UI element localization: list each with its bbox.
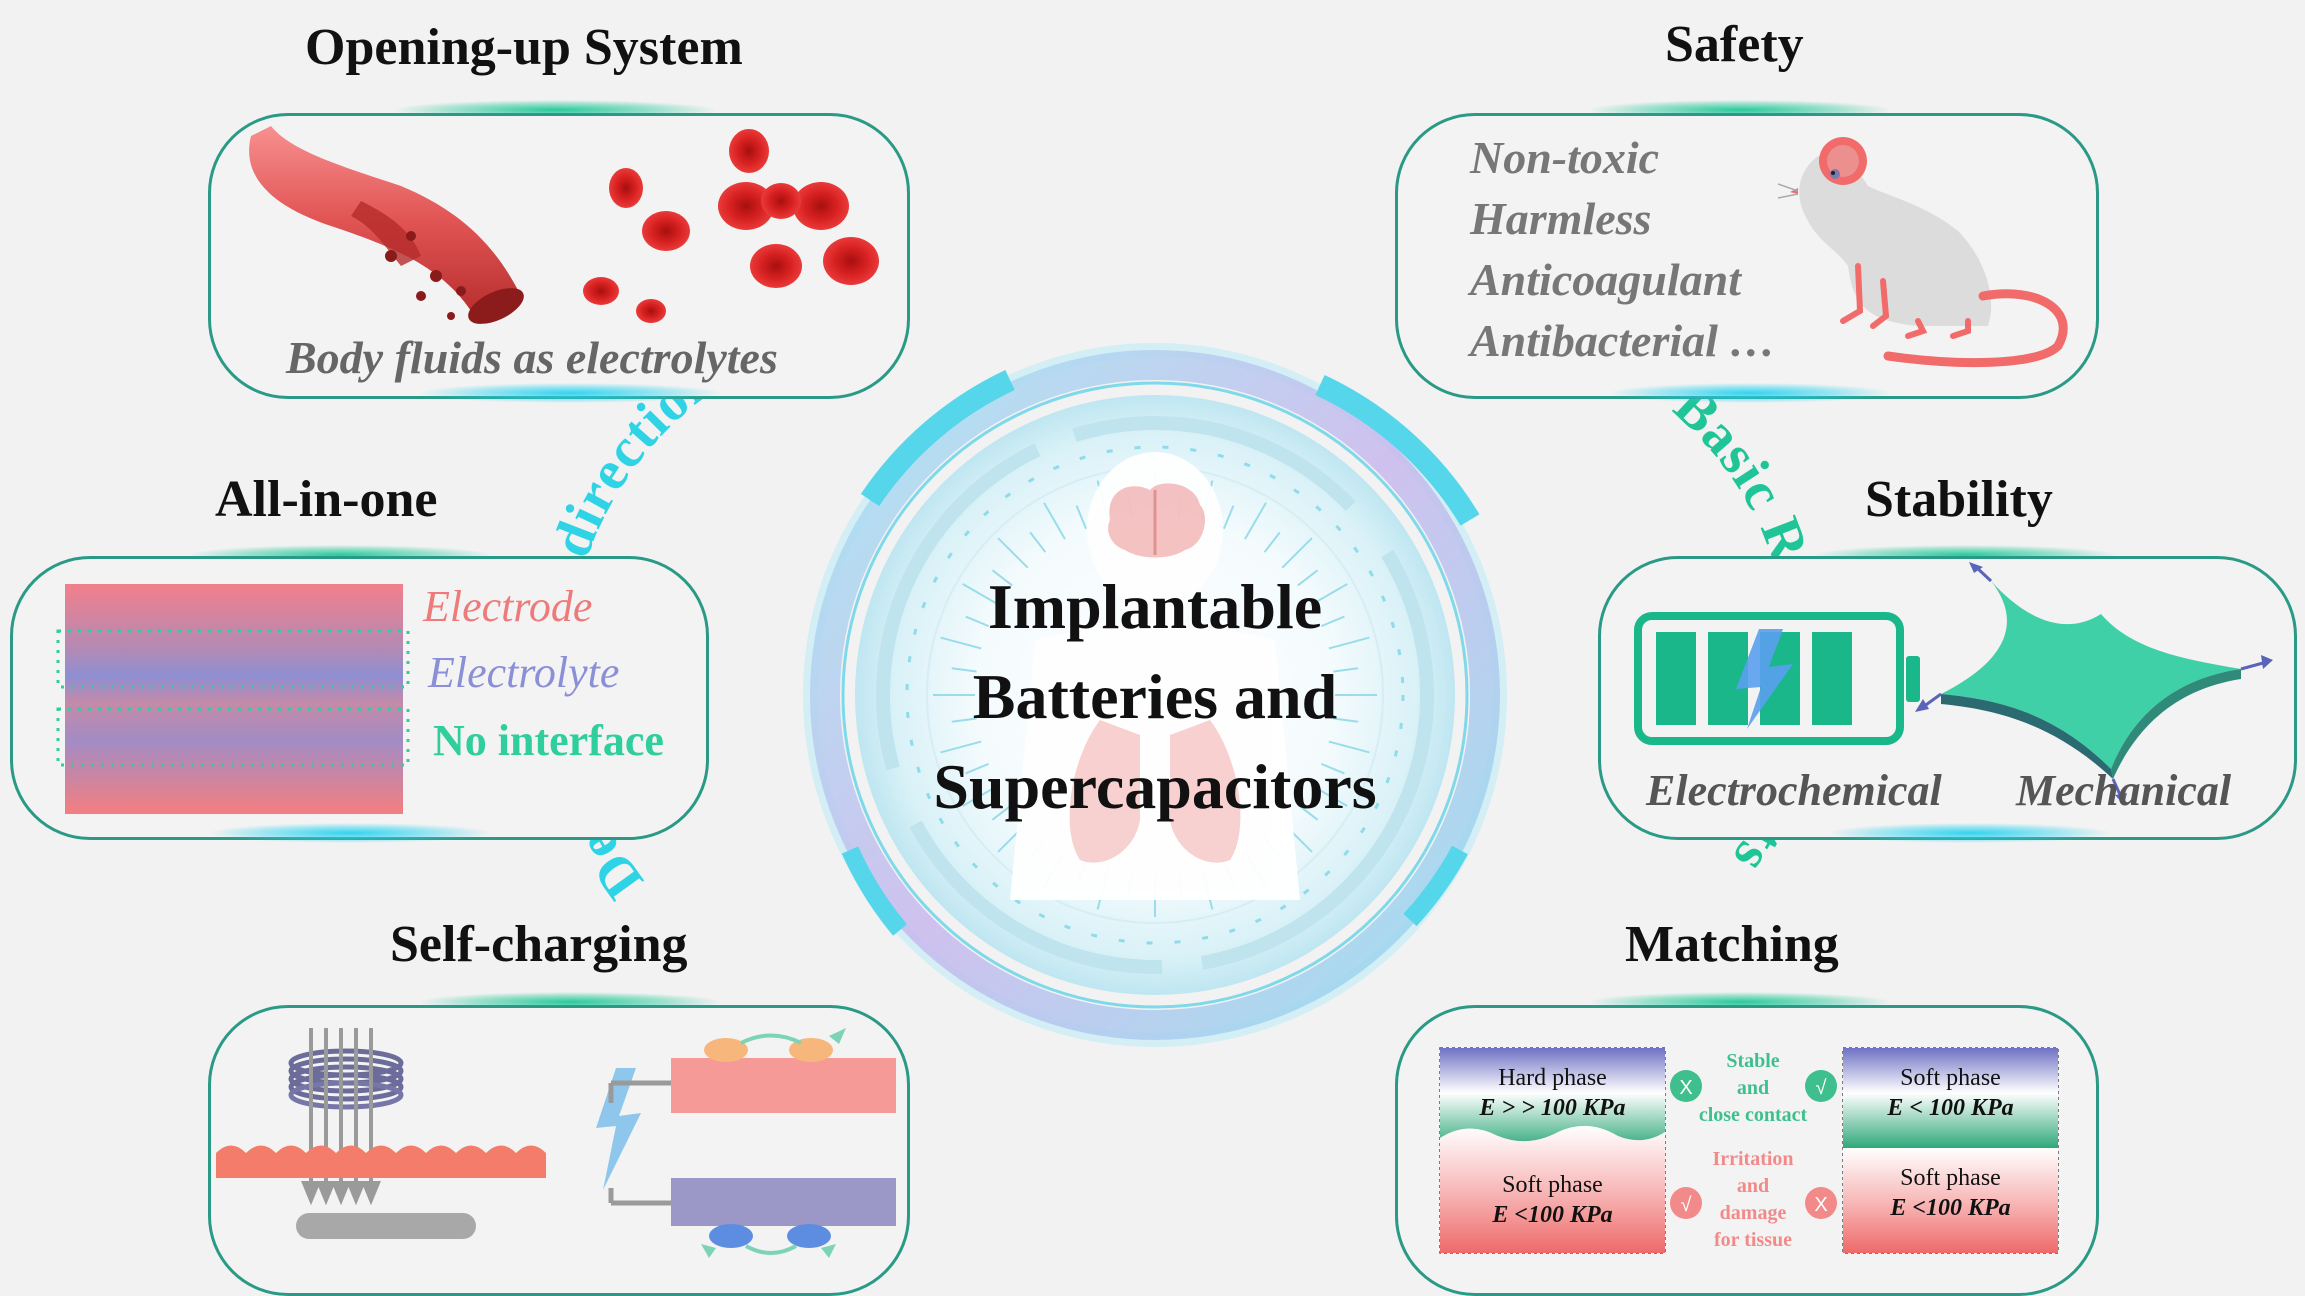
all-in-one-panel: Electrode Electrolyte No interface xyxy=(10,556,709,840)
dial-tick xyxy=(951,717,977,723)
dial-tick xyxy=(1029,531,1047,553)
center-title-line1: Implantable xyxy=(988,571,1322,642)
center-title-line3: Supercapacitors xyxy=(933,751,1376,822)
dial-tick xyxy=(1043,502,1066,540)
dial-tick xyxy=(1333,667,1359,673)
stable-contact-text: Stable and close contact xyxy=(1698,1050,1808,1126)
dial-tick xyxy=(1281,537,1313,569)
safety-item-2: Harmless xyxy=(1470,193,1652,244)
dial-tick xyxy=(991,803,1013,821)
safety-item-1: Non-toxic xyxy=(1470,132,1660,183)
opening-up-caption: Body fluids as electrolytes xyxy=(286,332,778,383)
dial-tick xyxy=(940,636,982,650)
electrochemical-label: Electrochemical xyxy=(1646,766,1942,815)
mark-check-bottom: √ xyxy=(1681,1194,1692,1216)
stability-panel: Electrochemical Mechanical xyxy=(1598,556,2297,840)
safety-panel: Non-toxic Harmless Anticoagulant Antibac… xyxy=(1395,113,2099,399)
dial-tick xyxy=(1328,740,1370,754)
human-silhouette-icon xyxy=(1010,452,1300,900)
dial-tick xyxy=(1222,505,1235,530)
stability-illustration xyxy=(1634,562,2273,805)
dial-tick xyxy=(1297,803,1319,821)
dial-tick xyxy=(1328,636,1370,650)
blood-vessel-icon xyxy=(249,126,879,324)
irritation-text: Irritation and damage for tissue xyxy=(1712,1148,1794,1251)
dial-tick xyxy=(962,583,1000,606)
center-title-line2: Batteries and xyxy=(973,661,1337,732)
safety-item-4: Antibacterial … xyxy=(1470,315,1776,366)
matching-illustration: X √ √ X xyxy=(1439,1047,2059,1254)
mark-cross-bottom: X xyxy=(1814,1194,1827,1216)
no-interface-label: No interface xyxy=(433,716,664,765)
dial-tick xyxy=(1333,717,1359,723)
dial-tick xyxy=(1320,615,1345,628)
safety-title: Safety xyxy=(1665,16,1804,73)
matching-panel: X √ √ X Hard phase E > > 100 KPa Soft ph… xyxy=(1395,1005,2099,1296)
dial-tick xyxy=(965,762,990,775)
dial-tick xyxy=(1310,583,1348,606)
coil-icon xyxy=(288,1048,404,1110)
mechanical-label: Mechanical xyxy=(2016,766,2232,815)
soft-phase-label-left: Soft phase E <100 KPa xyxy=(1492,1172,1613,1228)
dial-tick xyxy=(951,667,977,673)
stretchable-sheet-icon xyxy=(1915,562,2273,805)
self-charging-title: Self-charging xyxy=(390,916,688,973)
battery-icon xyxy=(1634,612,1920,745)
dial-tick xyxy=(940,740,982,754)
dial-tick xyxy=(965,615,990,628)
matching-title: Matching xyxy=(1625,916,1839,973)
opening-up-title: Opening-up System xyxy=(305,19,743,76)
mark-check-top: √ xyxy=(1816,1077,1827,1099)
self-charging-illustration xyxy=(216,1028,896,1258)
dial-tick xyxy=(991,569,1013,587)
dial-tick xyxy=(1310,784,1348,807)
electrode-label: Electrode xyxy=(423,582,593,631)
dial-tick xyxy=(1320,762,1345,775)
all-in-one-title: All-in-one xyxy=(215,471,438,528)
mark-cross-top: X xyxy=(1679,1077,1692,1099)
safety-item-3: Anticoagulant xyxy=(1470,254,1741,305)
dial-tick xyxy=(997,537,1029,569)
electrolyte-label: Electrolyte xyxy=(428,648,620,697)
dial-tick xyxy=(1263,531,1281,553)
self-charging-panel xyxy=(208,1005,910,1296)
soft-phase-label-bottom-right: Soft phase E <100 KPa xyxy=(1890,1165,2011,1221)
dial-tick xyxy=(1244,502,1267,540)
opening-up-panel: Body fluids as electrolytes xyxy=(208,113,910,399)
soft-phase-label-top-right: Soft phase E < 100 KPa xyxy=(1887,1065,2014,1121)
layered-electrode-icon xyxy=(56,584,410,814)
dial-tick xyxy=(962,784,1000,807)
dial-tick xyxy=(1075,505,1088,530)
dial-tick xyxy=(1297,569,1319,587)
rat-icon xyxy=(1777,137,2068,368)
hard-phase-label: Hard phase E > > 100 KPa xyxy=(1479,1065,1626,1121)
stability-title: Stability xyxy=(1865,471,2053,528)
